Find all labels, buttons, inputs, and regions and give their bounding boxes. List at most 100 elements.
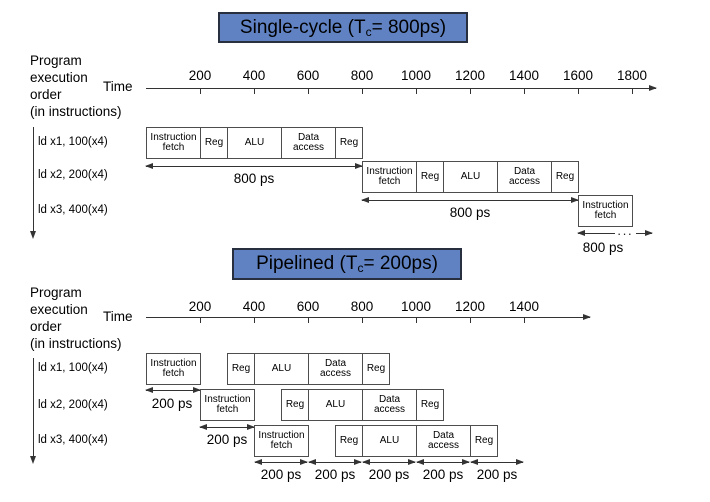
stage-box-reg: Reg [362,353,390,385]
stage-box-reg: Reg [281,389,309,421]
duration-label: 200 ps [314,467,356,482]
tick-label: 1800 [616,68,648,83]
duration-label: 200 ps [422,467,464,482]
stage-text: Reg [204,136,224,148]
side-line: order [30,87,62,102]
stage-text: access [508,176,541,187]
stage-text: fetch [162,142,185,153]
tick-label: 1400 [508,68,540,83]
instruction-label: ld x1, 100(x4) [38,136,108,148]
duration-label: 200 ps [476,467,518,482]
side-line: (in instructions) [30,336,122,351]
stage-text: Data [513,165,536,177]
tick-label: 1200 [454,68,486,83]
stage-text: Data [432,429,455,441]
side-line: execution [30,70,88,85]
stage-text: fetch [162,368,185,379]
stage-box-instruction-fetch: Instruction fetch [362,161,417,193]
time-axis [146,314,591,320]
duration-arrow [145,163,363,169]
tick-mark [200,317,201,323]
time-axis [146,85,657,91]
stage-box-alu: ALU [308,389,363,421]
tick-label: 400 [242,68,266,83]
side-line: (in instructions) [30,104,122,119]
stage-text: Instruction [204,393,251,405]
stage-text: Reg [420,170,440,182]
stage-text: Instruction [582,199,629,211]
stage-text: Instruction [150,131,197,143]
tick-label: 600 [296,299,320,314]
instruction-label: ld x3, 400(x4) [38,434,108,446]
title-text: Pipelined (T [256,253,358,274]
stage-text: ALU [379,434,400,446]
tick-label: 1000 [400,68,432,83]
title-text: Single-cycle (T [239,16,366,38]
duration-label: 800 ps [233,171,275,186]
tick-label: 1000 [400,299,432,314]
stage-box-reg: Reg [416,389,444,421]
tick-mark [632,88,633,94]
tick-mark [254,317,255,323]
stage-box-data-access: Data access [362,389,417,421]
tick-label: 200 [188,299,212,314]
stage-text: Instruction [258,429,305,441]
stage-text: Instruction [366,165,413,177]
stage-text: Reg [285,398,305,410]
time-axis-label: Time [103,309,133,324]
tick-mark [524,88,525,94]
stage-text: fetch [216,404,239,415]
stage-text: Reg [339,136,359,148]
tick-label: 1400 [508,299,540,314]
stage-text: Reg [555,170,575,182]
tick-mark [308,88,309,94]
tick-label: 400 [242,299,266,314]
stage-text: ALU [325,398,346,410]
title-subscript: c [357,261,364,275]
stage-text: Instruction [150,357,197,369]
duration-arrow-start [577,230,615,236]
instruction-label: ld x2, 200(x4) [38,399,108,411]
tick-mark [308,317,309,323]
stage-text: Reg [231,362,251,374]
stage-box-instruction-fetch: Instruction fetch [578,195,633,227]
stage-box-reg: Reg [227,353,255,385]
tick-mark [524,317,525,323]
stage-text: access [427,440,460,451]
stage-text: Data [297,131,320,143]
title-text: = 200ps) [363,253,438,274]
duration-arrow [145,387,201,393]
stage-box-instruction-fetch: Instruction fetch [146,353,201,385]
duration-arrow-end [636,230,653,236]
program-order-arrow-icon [30,358,36,464]
instruction-label: ld x3, 400(x4) [38,204,108,216]
stage-text: Data [378,393,401,405]
instruction-label: ld x1, 100(x4) [38,362,108,374]
stage-box-data-access: Data access [281,127,336,159]
tick-mark [470,88,471,94]
stage-box-reg: Reg [200,127,228,159]
stage-box-data-access: Data access [308,353,363,385]
stage-box-reg: Reg [470,425,498,457]
stage-text: Reg [339,434,359,446]
stage-box-reg: Reg [335,127,363,159]
stage-text: fetch [594,210,617,221]
stage-box-instruction-fetch: Instruction fetch [200,389,255,421]
tick-label: 1600 [562,68,594,83]
tick-mark [200,88,201,94]
cycle-arrow [308,459,362,465]
stage-box-alu: ALU [254,353,309,385]
duration-label: 200 ps [260,467,302,482]
time-axis-label: Time [103,79,133,94]
side-line: order [30,319,62,334]
tick-mark [470,317,471,323]
stage-text: ALU [460,170,481,182]
continuation-dots: ··· [617,226,633,241]
program-order-label: Program execution order (in instructions… [30,284,122,352]
tick-label: 800 [350,68,374,83]
tick-mark [362,317,363,323]
duration-label: 200 ps [368,467,410,482]
duration-label: 200 ps [151,396,193,411]
